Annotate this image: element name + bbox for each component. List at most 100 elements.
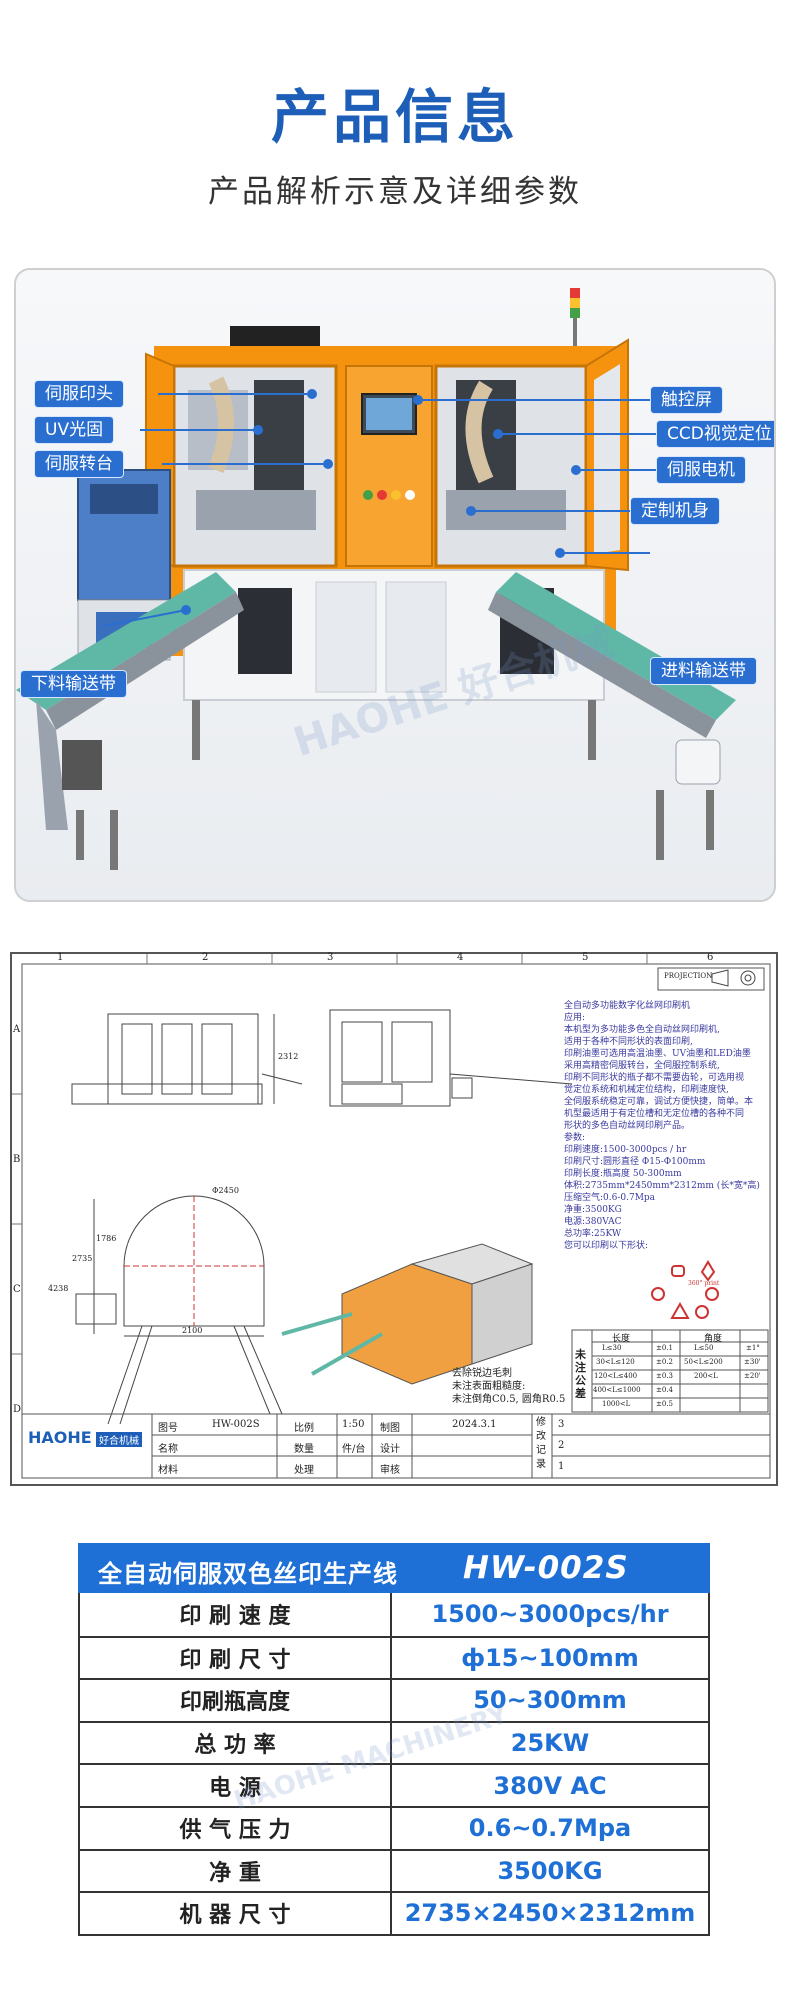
tb-design-label: 设计: [380, 1444, 400, 1455]
spec-line: 印刷油墨可选用高温油墨、UV油墨和LED油墨: [564, 1049, 751, 1059]
spec-line: 印刷尺寸:圆形直径 Φ15-Φ100mm: [564, 1157, 706, 1167]
callout-ccd-positioning: CCD视觉定位: [656, 420, 774, 448]
tb-review-label: 审核: [380, 1465, 400, 1476]
callout-custom-body: 定制机身: [630, 497, 720, 525]
spec-line: 印刷不同形状的瓶子都不需要齿轮，可选用视: [564, 1073, 745, 1083]
spec-line: 参数:: [564, 1133, 586, 1143]
spec-line: 采用高精密伺服转台，全伺服控制系统,: [564, 1061, 720, 1071]
tb-revision: 2: [558, 1440, 565, 1451]
dim-depth-3: 4238: [48, 1284, 69, 1293]
tol-cell: 120<L≤400: [594, 1372, 638, 1380]
tb-scale-label: 比例: [294, 1423, 314, 1434]
spec-line: 体积:2735mm*2450mm*2312mm (长*宽*高): [564, 1181, 760, 1191]
spec-line: 总功率:25KW: [564, 1229, 622, 1239]
spec-line: 净重:3500KG: [564, 1205, 622, 1215]
spec-line: 适用于各种不同形状的表面印刷,: [564, 1037, 693, 1047]
spec-line: 本机型为多功能多色全自动丝网印刷机,: [564, 1025, 720, 1035]
tb-process-label: 处理: [294, 1465, 314, 1476]
spec-value: 3500KG: [497, 1856, 603, 1885]
tb-qty-unit: 件/台: [342, 1444, 366, 1455]
dim-radius: Φ2450: [212, 1186, 239, 1195]
spec-line: 压缩空气:0.6-0.7Mpa: [564, 1193, 656, 1203]
tol-cell: L≤30: [602, 1344, 622, 1352]
spec-label: 供 气 压 力: [80, 1807, 392, 1849]
col-number: 6: [707, 952, 714, 963]
tolerance-title: 未注公差: [575, 1348, 586, 1400]
tol-cell: ±0.4: [656, 1386, 673, 1394]
drawing-note: 去除锐边毛刺: [452, 1368, 512, 1379]
machine-photo-card: 伺服印头 UV光固 伺服转台 下料输送带 触控屏 CCD视觉定位 伺服电机 定制…: [14, 268, 776, 902]
tol-cell: 30<L≤120: [596, 1358, 635, 1366]
tol-cell: ±1°: [746, 1344, 760, 1352]
spec-row: 印 刷 尺 寸 ф15~100mm: [80, 1635, 708, 1679]
callout-touch-screen: 触控屏: [650, 386, 723, 414]
spec-value: ф15~100mm: [461, 1643, 639, 1672]
spec-line: 觉定位系统和机械定位结构，印刷速度快,: [564, 1085, 729, 1095]
product-name: 全自动伺服双色丝印生产线: [98, 1560, 398, 1588]
dim-depth-2: 1786: [96, 1234, 117, 1243]
tol-cell: 200<L: [694, 1372, 718, 1380]
spec-label: 净 重: [80, 1850, 392, 1892]
spec-line: 您可以印刷以下形状:: [564, 1241, 649, 1251]
machine-illustration: [16, 270, 774, 900]
tb-drawing-no-label: 图号: [158, 1423, 178, 1434]
page-title: 产品信息: [270, 83, 519, 151]
spec-row: 印 刷 速 度 1500~3000pcs/hr: [80, 1593, 708, 1636]
page-subtitle: 产品解析示意及详细参数: [208, 174, 582, 210]
tol-cell: L≤50: [694, 1344, 714, 1352]
tol-cell: ±0.2: [656, 1358, 673, 1366]
dim-width: 2100: [182, 1326, 203, 1335]
tb-logo: HAOHE: [28, 1428, 92, 1447]
tol-cell: ±0.3: [656, 1372, 673, 1380]
spec-value: 25KW: [510, 1729, 590, 1758]
callout-discharge-conveyor: 下料输送带: [20, 670, 127, 698]
col-number: 2: [202, 952, 209, 963]
tol-cell: 1000<L: [602, 1400, 631, 1408]
callout-servo-print-head: 伺服印头: [34, 380, 124, 408]
spec-row: 总 功 率 25KW: [80, 1720, 708, 1764]
callout-feed-conveyor: 进料输送带: [650, 657, 757, 685]
tol-cell: ±0.1: [656, 1344, 673, 1352]
spec-value: 2735×2450×2312mm: [404, 1899, 696, 1928]
row-letter: A: [13, 1024, 21, 1035]
callout-servo-motor: 伺服电机: [656, 456, 746, 484]
tolerance-col-angle: 角度: [704, 1334, 723, 1344]
spec-label: 总 功 率: [80, 1722, 392, 1764]
spec-label: 印刷瓶高度: [80, 1680, 392, 1721]
projection-label: PROJECTION: [664, 972, 713, 980]
print-360-label: 360° print: [688, 1280, 720, 1287]
product-model: HW-002S: [463, 1550, 629, 1586]
spec-table: 全自动伺服双色丝印生产线 HW-002S 印 刷 速 度 1500~3000pc…: [78, 1543, 710, 1936]
spec-line: 机型最适用于有定位槽和无定位槽的各种不同: [564, 1109, 745, 1119]
spec-label: 印 刷 尺 寸: [80, 1637, 392, 1679]
spec-value: 0.6~0.7Mpa: [468, 1814, 632, 1843]
tolerance-col-length: 长度: [612, 1334, 631, 1344]
spec-value: 1500~3000pcs/hr: [431, 1600, 669, 1629]
row-letter: C: [13, 1284, 21, 1295]
spec-row: 机 器 尺 寸 2735×2450×2312mm: [80, 1891, 708, 1934]
tol-cell: 50<L≤200: [684, 1358, 723, 1366]
spec-value: 380V AC: [493, 1771, 607, 1800]
tol-cell: ±0.5: [656, 1400, 673, 1408]
col-number: 3: [327, 952, 334, 963]
drawing-note: 未注倒角C0.5, 圆角R0.5: [452, 1394, 566, 1405]
tb-scale: 1:50: [342, 1419, 365, 1430]
tb-drawn-label: 制图: [380, 1423, 400, 1434]
spec-line: 电源:380VAC: [564, 1217, 622, 1227]
tb-revision: 3: [558, 1419, 565, 1430]
tb-brand: 好合机械: [96, 1432, 142, 1447]
tb-material-label: 材料: [158, 1465, 178, 1476]
tb-date: 2024.3.1: [452, 1419, 497, 1430]
callout-uv-curing: UV光固: [34, 416, 115, 444]
tb-revision-label: 修改记录: [536, 1417, 546, 1470]
callout-servo-turntable: 伺服转台: [34, 450, 124, 478]
tb-name-label: 名称: [158, 1444, 178, 1455]
col-number: 1: [57, 952, 64, 963]
spec-line: 印刷速度:1500-3000pcs / hr: [564, 1145, 687, 1155]
spec-line: 印刷长度:瓶高度 50-300mm: [564, 1169, 682, 1179]
spec-table-header: 全自动伺服双色丝印生产线 HW-002S: [78, 1543, 710, 1593]
tol-cell: 400<L≤1000: [593, 1386, 641, 1394]
col-number: 4: [457, 952, 464, 963]
tb-drawing-no: HW-002S: [212, 1419, 260, 1430]
drawing-lines: [12, 954, 771, 1479]
